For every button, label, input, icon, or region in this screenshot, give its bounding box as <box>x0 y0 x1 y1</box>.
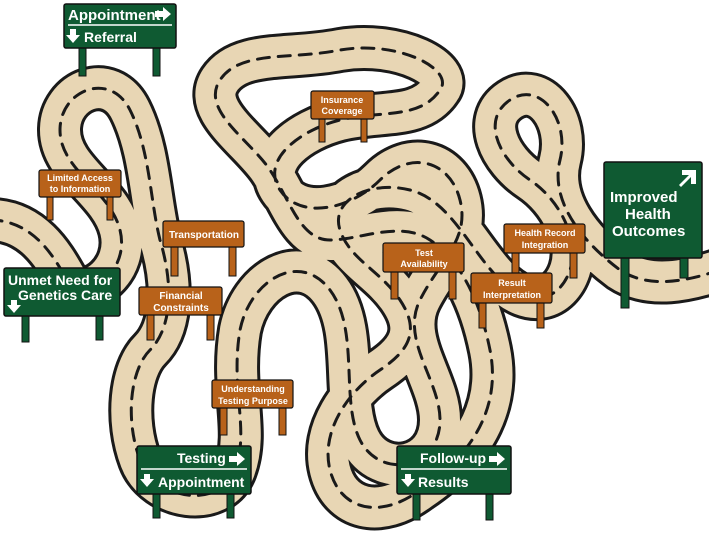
sign-appointment2-label: Appointment <box>158 474 245 490</box>
barrier-test-availability: Test Availability <box>382 242 465 300</box>
sign-improved-line3: Outcomes <box>612 223 685 240</box>
arrow-down-icon <box>66 29 80 43</box>
sign-unmet-need: Unmet Need for Genetics Care <box>3 267 121 343</box>
barrier-health-record-line1: Health Record <box>514 228 575 238</box>
barrier-result-line2: Interpretation <box>483 290 541 300</box>
barrier-test-line2: Availability <box>400 259 447 269</box>
barrier-understanding: Understanding Testing Purpose <box>211 379 294 436</box>
sign-unmet-line1: Unmet Need for <box>8 272 113 288</box>
barrier-financial-line1: Financial <box>159 291 203 302</box>
arrow-down-icon <box>401 474 415 487</box>
sign-unmet-line2: Genetics Care <box>18 287 112 303</box>
arrow-up-right-icon <box>679 170 696 187</box>
barrier-transportation: Transportation <box>162 220 245 277</box>
sign-followup-label: Follow-up <box>420 450 486 466</box>
barrier-understanding-line1: Understanding <box>221 384 285 394</box>
sign-improved-line1: Improved <box>610 189 678 206</box>
barrier-financial-line2: Constraints <box>153 303 209 314</box>
barrier-test-line1: Test <box>415 248 433 258</box>
barrier-limited-line1: Limited Access <box>47 173 113 183</box>
sign-testing-appointment: Testing Appointment <box>136 445 252 519</box>
barrier-limited-access: Limited Access to Information <box>38 169 122 221</box>
arrow-right-icon <box>229 452 245 466</box>
arrow-down-icon <box>140 474 154 487</box>
barrier-financial: Financial Constraints <box>138 286 223 341</box>
sign-appointment-referral: Appointment Referral <box>63 3 177 77</box>
barrier-insurance-line2: Coverage <box>321 106 362 116</box>
barrier-limited-line2: to Information <box>50 184 111 194</box>
arrow-right-icon <box>489 452 505 466</box>
barrier-result-line1: Result <box>498 278 526 288</box>
sign-improved-outcomes: Improved Health Outcomes <box>603 161 703 309</box>
sign-appointment-label: Appointment <box>68 7 160 24</box>
arrow-right-icon <box>155 7 171 21</box>
barrier-transportation-line1: Transportation <box>169 230 239 241</box>
barrier-insurance: Insurance Coverage <box>310 90 375 143</box>
barrier-result-interpretation: Result Interpretation <box>470 272 553 329</box>
sign-followup-results: Follow-up Results <box>396 445 512 521</box>
barrier-understanding-line2: Testing Purpose <box>218 396 288 406</box>
sign-referral-label: Referral <box>84 29 137 45</box>
barrier-health-record: Health Record Integration <box>503 223 586 279</box>
sign-results-label: Results <box>418 474 469 490</box>
sign-improved-line2: Health <box>625 206 671 223</box>
sign-testing-label: Testing <box>177 450 226 466</box>
arrow-down-icon <box>7 300 21 313</box>
barrier-health-record-line2: Integration <box>522 240 569 250</box>
barrier-insurance-line1: Insurance <box>321 95 364 105</box>
